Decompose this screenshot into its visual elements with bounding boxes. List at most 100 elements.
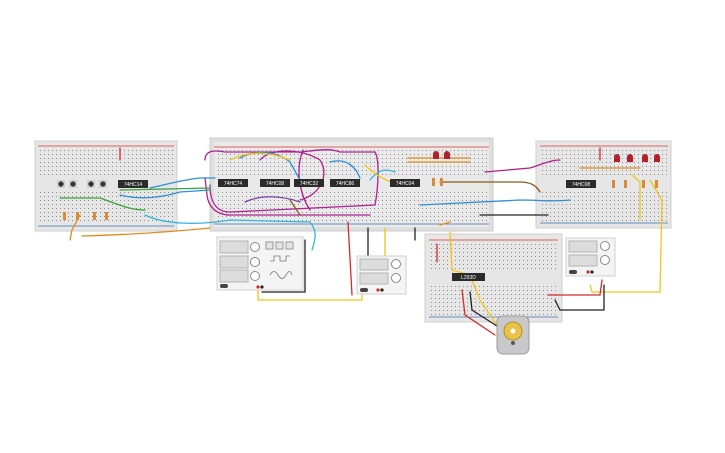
pushbutton[interactable] (69, 180, 77, 188)
wire-orange-2 (81, 227, 211, 237)
ps-knob[interactable] (600, 241, 610, 251)
wire-black-1 (261, 239, 306, 293)
terminal-red[interactable] (256, 285, 260, 289)
led (654, 154, 660, 162)
power-supply-2 (565, 237, 616, 277)
ic-chip: 74HC08 (260, 179, 290, 187)
chip-label: 74HC74 (224, 181, 243, 187)
wire-blue-5 (419, 199, 571, 206)
fg-knob[interactable] (250, 271, 260, 281)
wire-red-2 (547, 279, 603, 296)
resistor (624, 180, 627, 188)
wires (59, 147, 663, 336)
leds (433, 151, 660, 162)
terminal-red[interactable] (586, 270, 590, 274)
power-switch[interactable] (569, 270, 577, 274)
power-supply-1 (356, 255, 407, 295)
wire-green-2 (119, 187, 211, 191)
wire-blue-3 (239, 151, 301, 181)
terminal-red[interactable] (376, 288, 380, 292)
triangle-wave-button[interactable] (285, 241, 294, 250)
fg-knob[interactable] (250, 242, 260, 252)
resistors (63, 178, 658, 220)
terminal-black[interactable] (260, 285, 264, 289)
power-switch[interactable] (220, 284, 228, 288)
chip-label: 74HC14 (124, 182, 143, 188)
fg-display (219, 269, 249, 283)
fg-display (219, 240, 249, 254)
wire-magenta-4 (484, 159, 561, 173)
chip-label: L293D (461, 275, 476, 281)
ps-knob[interactable] (600, 255, 610, 265)
wire-magenta-1 (204, 149, 379, 213)
square-wave-icon (270, 255, 290, 262)
ps-display (359, 258, 389, 271)
chip-label: 74HC08 (572, 182, 591, 188)
led (444, 151, 450, 159)
breadboard-motor (424, 233, 563, 323)
ps-display (568, 254, 598, 267)
resistor (93, 212, 96, 220)
led (627, 154, 633, 162)
ic-chip: 74HC04 (390, 179, 420, 187)
wire-brown-2 (289, 199, 301, 216)
terminal-black[interactable] (590, 270, 594, 274)
pushbuttons (57, 180, 107, 188)
wire-yellow-7 (631, 174, 641, 221)
wire-red-1 (347, 221, 353, 296)
resistor (76, 212, 79, 220)
ic-chip: 74HC08 (566, 180, 596, 188)
wire-cyan-2 (369, 169, 396, 181)
wire-black-5 (554, 284, 605, 311)
ic-chip: 74HC14 (118, 180, 148, 188)
wire-black-6 (469, 291, 501, 329)
resistor (63, 212, 66, 220)
resistor (655, 180, 658, 188)
wire-blue-4 (329, 160, 361, 179)
pushbutton[interactable] (99, 180, 107, 188)
resistor (440, 178, 443, 186)
resistor (612, 180, 615, 188)
ic-chip: 74HC74 (218, 179, 248, 187)
terminal-black[interactable] (380, 288, 384, 292)
wire-purple-1 (244, 196, 301, 203)
pushbutton[interactable] (57, 180, 65, 188)
chip-label: 74HC32 (300, 181, 319, 187)
wire-yellow-6 (589, 179, 663, 293)
fg-display (219, 255, 249, 269)
function-generator (216, 236, 304, 291)
ps-display (359, 272, 389, 285)
wire-blue-2 (119, 189, 211, 199)
wire-orange-6 (439, 221, 451, 226)
fg-knob[interactable] (250, 257, 260, 267)
wire-red-3 (461, 289, 496, 336)
led (642, 154, 648, 162)
square-wave-button[interactable] (275, 241, 284, 250)
dc-motor (496, 315, 530, 355)
chip-label: 74HC08 (266, 181, 285, 187)
sine-wave-icon (269, 271, 293, 279)
resistor (432, 178, 435, 186)
resistor (105, 212, 108, 220)
ic-chip: 74HC86 (330, 179, 360, 187)
wire-yellow-1 (229, 152, 291, 161)
wire-magenta-5 (204, 177, 371, 216)
chips: 74HC14 74HC74 74HC08 74HC32 74HC86 74HC04 74HC… (118, 179, 596, 281)
ic-chip: 74HC32 (294, 179, 324, 187)
breadboard-right (535, 140, 672, 229)
led (433, 151, 439, 159)
wire-cyan-1 (144, 214, 316, 251)
wire-green-1 (59, 197, 146, 211)
ps-knob[interactable] (391, 273, 401, 283)
wire-blue-1 (149, 177, 216, 189)
ps-knob[interactable] (391, 259, 401, 269)
chip-label: 74HC86 (336, 181, 355, 187)
led (614, 154, 620, 162)
power-switch[interactable] (360, 288, 368, 292)
sine-wave-button[interactable] (265, 241, 274, 250)
resistor (642, 180, 645, 188)
wire-brown-1 (439, 181, 541, 193)
pushbutton[interactable] (87, 180, 95, 188)
ps-display (568, 240, 598, 253)
